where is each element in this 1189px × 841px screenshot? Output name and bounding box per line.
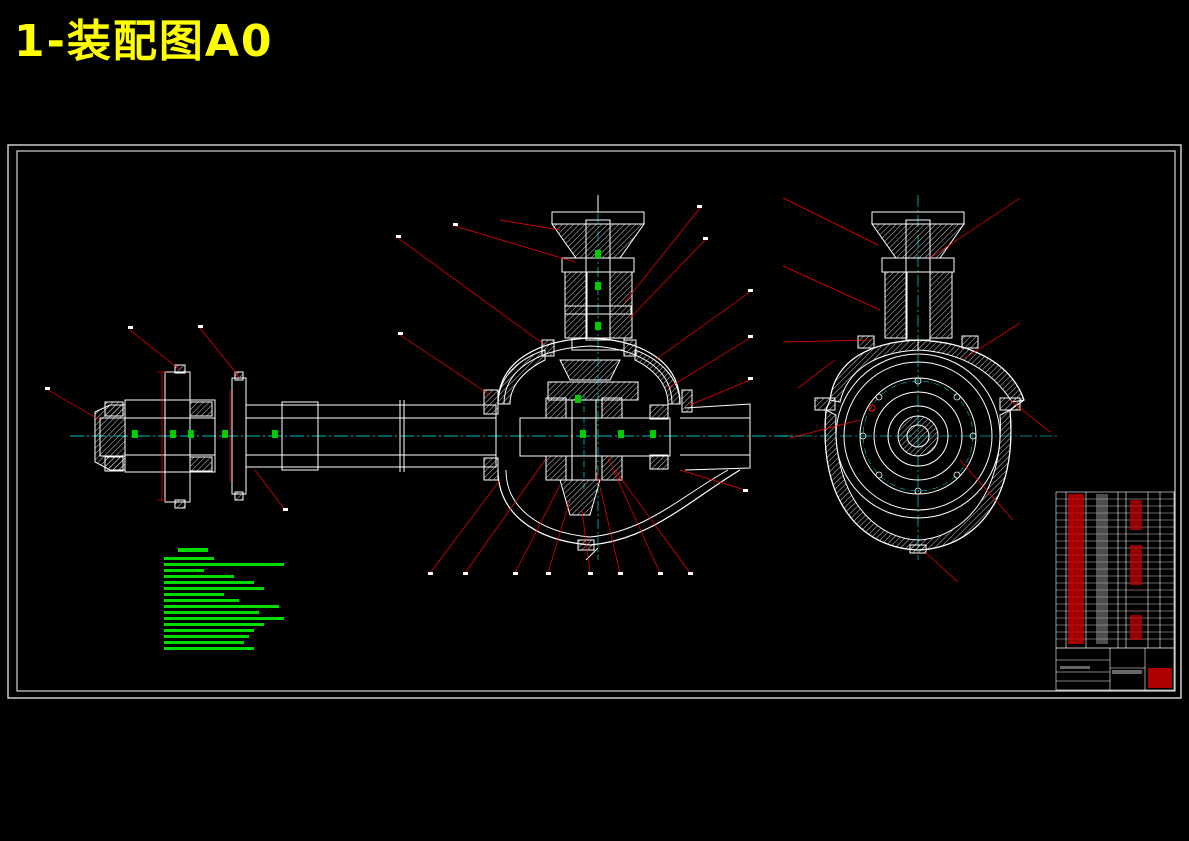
pinion-housing xyxy=(551,195,645,561)
part-number-marks xyxy=(132,250,656,438)
front-section-view xyxy=(70,195,800,561)
right-axle-tube xyxy=(680,389,751,471)
wheel-hub xyxy=(94,364,247,509)
differential-housing xyxy=(497,337,741,551)
inner-frame xyxy=(16,150,1176,692)
side-section-view xyxy=(780,195,1060,560)
page-title: 1-装配图A0 xyxy=(14,16,274,67)
leader-endpoints xyxy=(45,205,753,575)
side-leader-lines xyxy=(782,197,1051,583)
parts-list-fills xyxy=(1060,494,1172,688)
bolt-holes xyxy=(859,377,977,495)
axle-tube xyxy=(245,389,499,481)
front-leader-lines xyxy=(47,207,751,574)
outer-frame xyxy=(7,144,1182,699)
technical-notes xyxy=(164,548,284,650)
dimension-lines xyxy=(158,371,231,501)
